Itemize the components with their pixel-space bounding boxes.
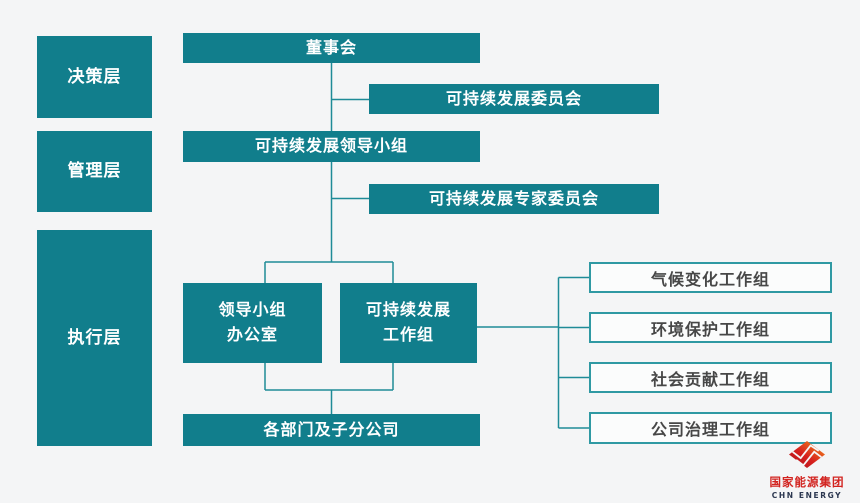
- node-social-contribution-working-group: 社会贡献工作组: [589, 362, 832, 393]
- node-departments-subsidiaries: 各部门及子分公司: [183, 414, 480, 446]
- node-label: 可持续发展 工作组: [366, 298, 451, 348]
- node-environment-protection-working-group: 环境保护工作组: [589, 312, 832, 343]
- node-label: 各部门及子分公司: [263, 419, 400, 439]
- node-label-line2: 工作组: [382, 325, 434, 344]
- layer-label-text: 执行层: [67, 327, 122, 348]
- node-sustainability-working-group: 可持续发展 工作组: [340, 283, 477, 363]
- node-board-of-directors: 董事会: [183, 33, 480, 63]
- layer-label-execution: 执行层: [37, 230, 152, 446]
- layer-label-text: 决策层: [67, 66, 122, 87]
- node-label-line1: 领导小组: [218, 300, 287, 320]
- node-label-line1: 可持续发展: [365, 300, 451, 320]
- chn-energy-logo-icon: [789, 441, 825, 468]
- node-label: 领导小组 办公室: [218, 298, 286, 348]
- layer-label-management: 管理层: [37, 131, 152, 212]
- node-label-line2: 办公室: [226, 325, 278, 344]
- node-corporate-governance-working-group: 公司治理工作组: [589, 412, 832, 444]
- logo-company-name-en: CHN ENERGY: [771, 491, 843, 500]
- node-label: 环境保护工作组: [650, 319, 770, 339]
- node-climate-change-working-group: 气候变化工作组: [589, 262, 832, 293]
- node-label: 可持续发展专家委员会: [428, 188, 599, 208]
- node-sustainability-committee: 可持续发展委员会: [369, 84, 659, 114]
- node-expert-committee: 可持续发展专家委员会: [369, 184, 659, 214]
- node-label: 公司治理工作组: [650, 420, 770, 439]
- node-label: 社会贡献工作组: [650, 369, 770, 389]
- layer-label-decision: 决策层: [37, 36, 152, 118]
- layer-label-text: 管理层: [67, 161, 122, 182]
- chn-energy-logo: 国家能源集团 CHN ENERGY: [767, 441, 847, 500]
- node-label: 可持续发展领导小组: [254, 136, 408, 156]
- logo-company-name-cn: 国家能源集团: [769, 475, 845, 489]
- node-sustainability-leading-group: 可持续发展领导小组: [183, 131, 480, 162]
- node-label: 董事会: [305, 37, 357, 57]
- node-leading-group-office: 领导小组 办公室: [183, 283, 322, 363]
- node-label: 气候变化工作组: [650, 269, 770, 289]
- node-label: 可持续发展委员会: [445, 88, 582, 108]
